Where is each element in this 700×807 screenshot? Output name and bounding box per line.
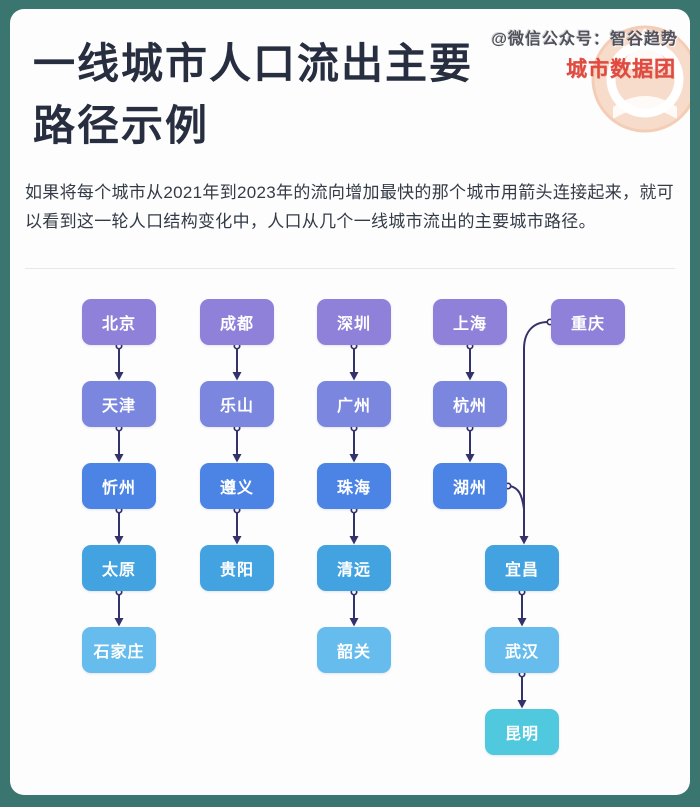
divider [25,268,675,269]
edge-xinzhou-taiyuan-arrowhead-icon [114,536,124,545]
edge-leshan-zunyi-arrowhead-icon [232,454,242,463]
edge-chongqing-yichang-line [523,321,549,537]
node-leshan: 乐山 [200,381,274,427]
node-hangzhou: 杭州 [433,381,507,427]
title-line-1: 一线城市人口流出主要 [33,40,474,87]
edge-tianjin-xinzhou-arrowhead-icon [114,454,124,463]
node-zhuhai: 珠海 [317,463,391,509]
node-tianjin: 天津 [82,381,156,427]
intro-paragraph: 如果将每个城市从2021年到2023年的流向增加最快的那个城市用箭头连接起来，就… [25,183,674,231]
watermark-text: @微信公众号：智谷趋势 [491,31,678,48]
node-shanghai: 上海 [433,299,507,345]
node-yichang: 宜昌 [485,545,559,591]
node-shijiazhuang: 石家庄 [82,627,156,673]
node-chengdu: 成都 [200,299,274,345]
infographic-card: @微信公众号：智谷趋势 城市数据团 一线城市人口流出主要路径示例 如果将每个城市… [10,9,690,795]
edge-yichang-wuhan-arrowhead-icon [517,618,527,627]
edge-shanghai-hangzhou-arrowhead-icon [465,372,475,381]
edge-wuhan-kunming-arrowhead-icon [517,700,527,709]
flow-edges [114,318,554,709]
brand-badge: 城市数据团 [566,58,676,81]
edge-chongqing-yichang-arrowhead-icon [519,536,529,545]
edge-beijing-tianjin-arrowhead-icon [114,372,124,381]
node-guiyang: 贵阳 [200,545,274,591]
node-beijing: 北京 [82,299,156,345]
title-line-2: 路径示例 [33,102,210,149]
edge-guangzhou-zhuhai-arrowhead-icon [349,454,359,463]
node-kunming: 昆明 [485,709,559,755]
node-chongqing: 重庆 [551,299,625,345]
edge-hangzhou-huzhou-arrowhead-icon [465,454,475,463]
edge-taiyuan-shijiazhuang-arrowhead-icon [114,618,124,627]
edge-shenzhen-guangzhou-arrowhead-icon [349,372,359,381]
brand-logo-circle-icon [591,25,690,133]
node-taiyuan: 太原 [82,545,156,591]
edge-zunyi-guiyang-arrowhead-icon [232,536,242,545]
node-wuhan: 武汉 [485,627,559,673]
edge-qingyuan-shaoguan-arrowhead-icon [349,618,359,627]
edge-huzhou-yichang-line [509,485,525,510]
node-shaoguan: 韶关 [317,627,391,673]
page-title: 一线城市人口流出主要路径示例 [33,33,473,157]
edge-zhuhai-qingyuan-arrowhead-icon [349,536,359,545]
node-guangzhou: 广州 [317,381,391,427]
edge-chengdu-leshan-arrowhead-icon [232,372,242,381]
node-huzhou: 湖州 [433,463,507,509]
node-shenzhen: 深圳 [317,299,391,345]
node-qingyuan: 清远 [317,545,391,591]
node-zunyi: 遵义 [200,463,274,509]
node-xinzhou: 忻州 [82,463,156,509]
